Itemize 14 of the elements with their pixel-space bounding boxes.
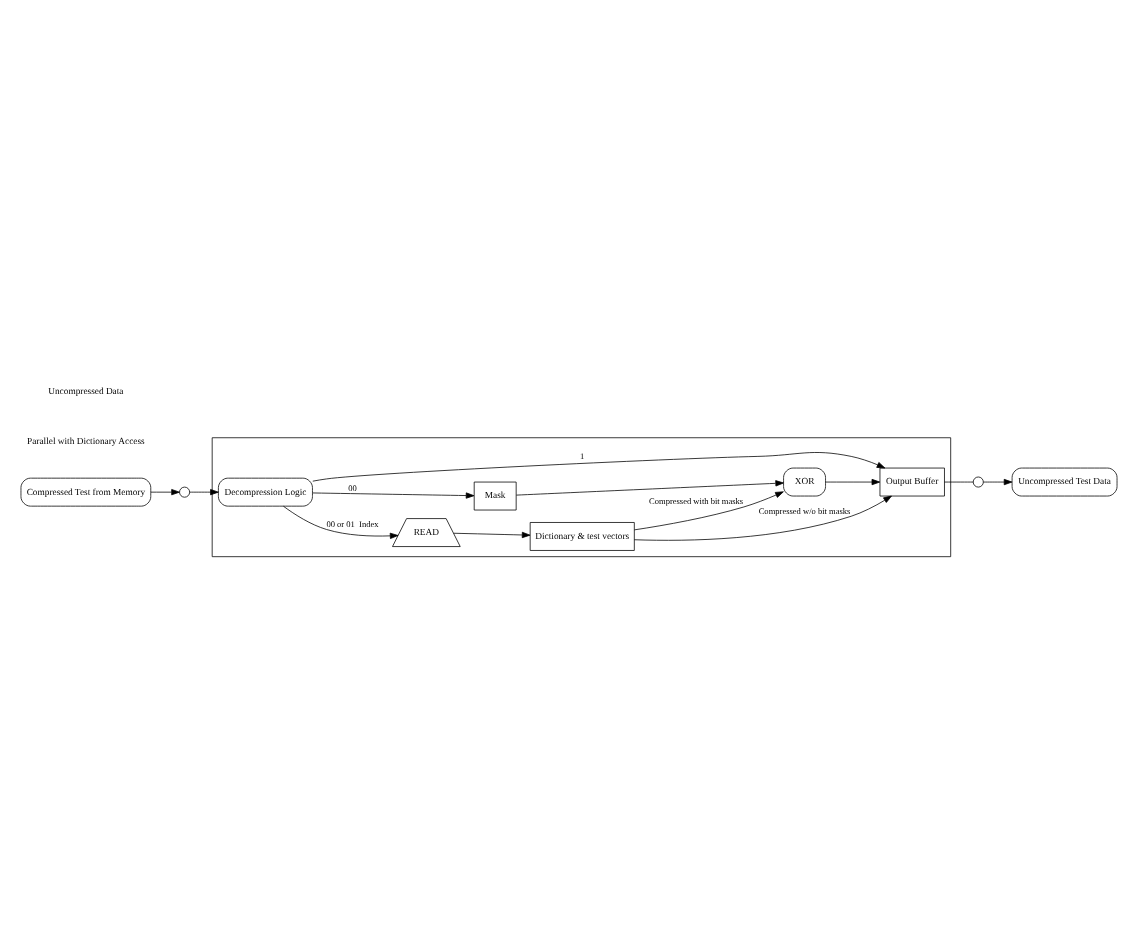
arrow [983, 478, 1013, 486]
arrow [150, 489, 180, 496]
arrow [312, 492, 475, 499]
arrow [312, 452, 886, 482]
arrow [516, 480, 784, 496]
arrow [633, 495, 892, 541]
node-circle [972, 476, 984, 488]
arrow [634, 491, 784, 531]
arrow [283, 505, 399, 539]
arrow [453, 531, 531, 539]
node-circle [179, 486, 191, 498]
arrow [189, 489, 219, 496]
connector [944, 481, 974, 483]
arrow [825, 478, 881, 486]
